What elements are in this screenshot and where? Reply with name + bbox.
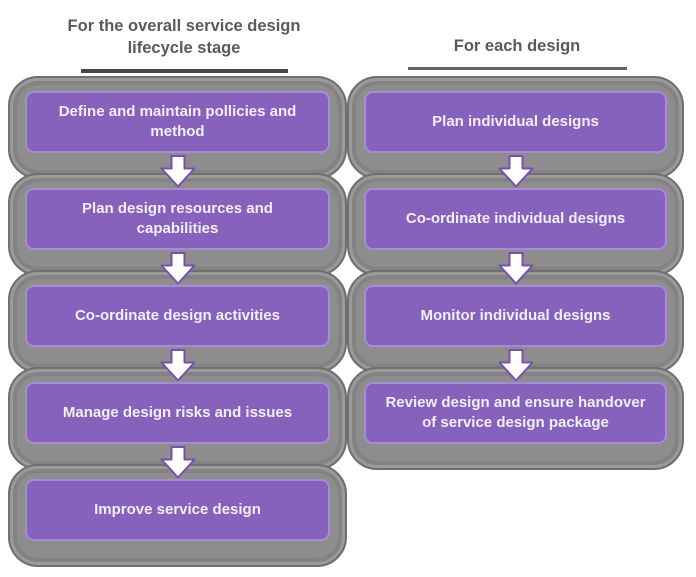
flow-step-label: Improve service design (94, 500, 261, 518)
down-arrow-icon (160, 252, 195, 285)
down-arrow-icon (498, 252, 533, 285)
flow-step-box-plan-resources: Plan design resources and capabilities (25, 188, 330, 250)
down-arrow-icon (160, 446, 195, 479)
flow-step-label: Manage design risks and issues (62, 403, 293, 421)
right-column: Plan individual designs Co-ordinate indi… (347, 76, 684, 470)
flow-step-label: Define and maintain pollicies and method (58, 102, 297, 140)
left-header-underline (80, 68, 288, 73)
flow-step-frame: Review design and ensure handover of ser… (347, 367, 684, 470)
right-column-header-text: For each design (453, 37, 581, 55)
right-header-underline (407, 66, 627, 70)
flow-step-frame: Co-ordinate design activities (8, 270, 347, 382)
flow-step-label: Co-ordinate individual designs (405, 209, 626, 227)
right-column-header: For each design (400, 36, 634, 70)
down-arrow-icon (160, 155, 195, 188)
flow-step-frame: Define and maintain pollicies and method (8, 76, 347, 188)
flow-step-box-coordinate-individual: Co-ordinate individual designs (364, 188, 667, 250)
flow-step-box-review-handover: Review design and ensure handover of ser… (364, 382, 667, 444)
flow-step-frame: Manage design risks and issues (8, 367, 347, 479)
flow-step-label: Plan individual designs (432, 112, 599, 130)
down-arrow-icon (498, 349, 533, 382)
flow-step-box-coordinate-activities: Co-ordinate design activities (25, 285, 330, 347)
flow-step-label: Monitor individual designs (420, 306, 611, 324)
flow-step-label: Co-ordinate design activities (74, 306, 281, 324)
flow-step-box-manage-risks: Manage design risks and issues (25, 382, 330, 444)
left-column-header: For the overall service design lifecycle… (34, 16, 334, 73)
left-column: Define and maintain pollicies and method… (8, 76, 347, 567)
flow-step-box-define-policies: Define and maintain pollicies and method (25, 91, 330, 153)
flow-step-label: Plan design resources and capabilities (82, 199, 273, 237)
flow-step-box-monitor-individual: Monitor individual designs (364, 285, 667, 347)
flow-step-frame: Plan individual designs (347, 76, 684, 188)
flow-step-label: Review design and ensure handover of ser… (385, 393, 646, 431)
flow-step-frame: Plan design resources and capabilities (8, 173, 347, 285)
down-arrow-icon (160, 349, 195, 382)
flow-step-frame: Co-ordinate individual designs (347, 173, 684, 285)
down-arrow-icon (498, 155, 533, 188)
flow-step-frame: Improve service design (8, 464, 347, 567)
flow-step-box-plan-individual: Plan individual designs (364, 91, 667, 153)
left-column-header-text: For the overall service design lifecycle… (67, 17, 301, 57)
flow-step-frame: Monitor individual designs (347, 270, 684, 382)
flow-step-box-improve-design: Improve service design (25, 479, 330, 541)
